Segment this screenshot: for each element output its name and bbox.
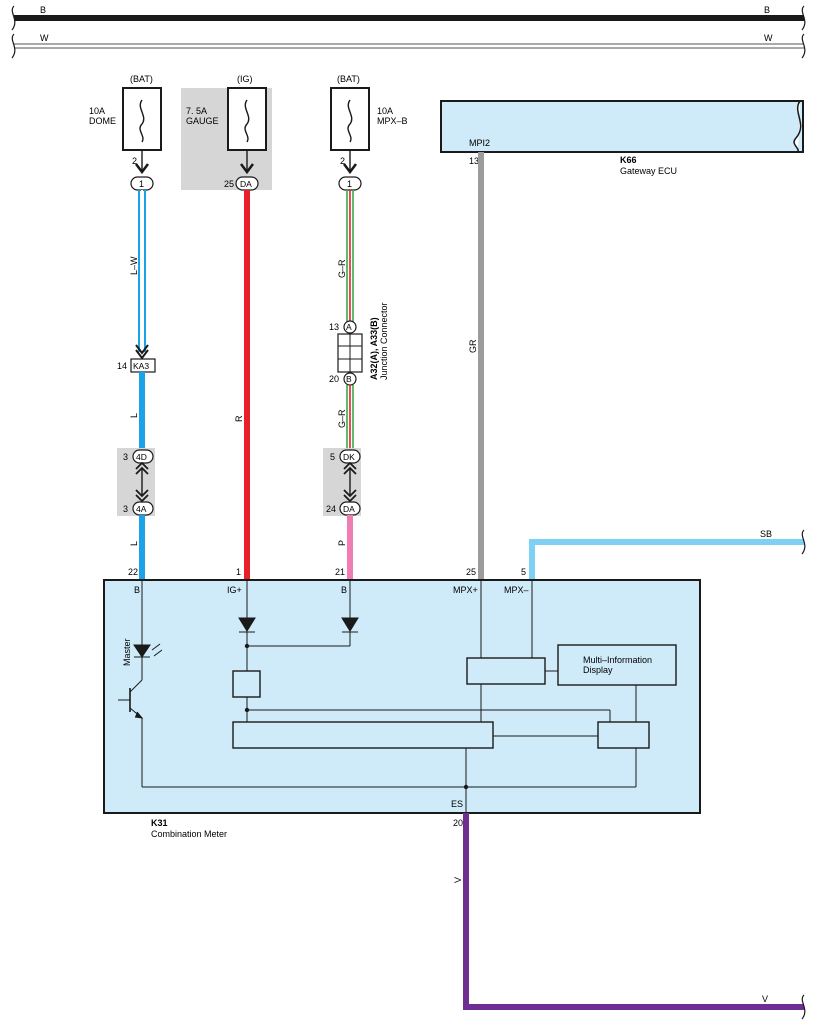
wire-lw-label: L–W [129, 256, 139, 275]
fuse-dome-source: (BAT) [130, 74, 153, 84]
bus-w: W W [11, 33, 806, 59]
junction-label-b: B [346, 374, 352, 384]
wire-sb-branch: SB [529, 529, 806, 580]
wire-gateway-branch: GR [468, 152, 484, 580]
gateway-pin: 13 [469, 156, 479, 166]
connector-ka3-pin: 14 [117, 361, 127, 371]
wire-v-branch: V V [453, 813, 806, 1020]
meter-terminal-ig: IG+ [227, 585, 242, 595]
junction-pin-a: 13 [329, 322, 339, 332]
fuse-mpx-connector: 1 [347, 179, 352, 189]
connector-4d-id: 4D [136, 452, 147, 462]
connector-4d-pin: 3 [123, 452, 128, 462]
wire-sb-label: SB [760, 529, 772, 539]
fuse-dome-rating: 10A [89, 106, 105, 116]
connector-4a-pin: 3 [123, 504, 128, 514]
fuse-mpx-source: (BAT) [337, 74, 360, 84]
junction-id: A32(A), A33(B) [369, 317, 379, 380]
wire-gr2-label: G–R [337, 409, 347, 428]
meter-terminal-b: B [134, 585, 140, 595]
meter-pin-mpx-plus: 25 [466, 567, 476, 577]
wire-gauge-branch: R [234, 190, 250, 580]
fuse-gauge: (IG) 7. 5A GAUGE 25 DA [181, 74, 272, 191]
wire-l1-label: L [129, 413, 139, 418]
wire-gr-gateway-label: GR [468, 339, 478, 353]
junction-pin-b: 20 [329, 374, 339, 384]
meter-pin-ig: 1 [236, 567, 241, 577]
meter-name: Combination Meter [151, 829, 227, 839]
wire-l2-label: L [129, 541, 139, 546]
bus-w-right-label: W [764, 33, 773, 43]
wire-p-label: P [337, 540, 347, 546]
bus-b-left-label: B [40, 5, 46, 15]
fuse-mpx-pin: 2 [340, 156, 345, 166]
fuse-gauge-pin: 25 [224, 179, 234, 189]
meter-terminal-es: ES [451, 799, 463, 809]
bus-b-right-label: B [764, 5, 770, 15]
connector-ka3-id: KA3 [133, 361, 149, 371]
wire-v1-label: V [453, 877, 463, 883]
wire-gr1-label: G–R [337, 259, 347, 278]
fuse-gauge-name: GAUGE [186, 116, 219, 126]
wire-v2-label: V [762, 994, 768, 1004]
fuse-mpx-name: MPX–B [377, 116, 408, 126]
fuse-mpx-rating: 10A [377, 106, 393, 116]
bus-b: B B [11, 5, 806, 31]
gateway-ecu: MPI2 13 K66 Gateway ECU [440, 100, 804, 176]
meter-terminal-b2: B [341, 585, 347, 595]
connector-dk-pin: 5 [330, 452, 335, 462]
meter-mid-line1: Multi–Information [583, 655, 652, 665]
fuse-dome: (BAT) 10A DOME 2 1 [89, 74, 162, 191]
fuse-dome-name: DOME [89, 116, 116, 126]
meter-id: K31 [151, 818, 168, 828]
connector-da-pin: 24 [326, 504, 336, 514]
gateway-terminal: MPI2 [469, 138, 490, 148]
bus-w-left-label: W [40, 33, 49, 43]
junction-label-a: A [346, 322, 352, 332]
meter-pin-es: 20 [453, 818, 463, 828]
fuse-mpx-b: (BAT) 10A MPX–B 2 1 [330, 74, 408, 191]
meter-mid-line2: Display [583, 665, 613, 675]
connector-dk-id: DK [343, 452, 355, 462]
meter-pin-mpx-minus: 5 [521, 567, 526, 577]
fuse-gauge-rating: 7. 5A [186, 106, 207, 116]
fuse-dome-pin: 2 [132, 156, 137, 166]
fuse-dome-connector: 1 [139, 179, 144, 189]
wire-dome-branch: L–W KA3 14 L 4D 3 4A 3 L [117, 190, 156, 580]
connector-4a-id: 4A [136, 504, 147, 514]
gateway-name: Gateway ECU [620, 166, 677, 176]
gateway-id: K66 [620, 155, 637, 165]
wire-mpx-branch: G–R A 13 B 20 A32(A), A33(B) Junction Co… [323, 190, 389, 580]
meter-master-label: Master [122, 638, 132, 666]
combination-meter: 22 1 21 25 5 B IG+ B MPX+ MPX– [103, 567, 701, 839]
fuse-gauge-connector: DA [240, 179, 252, 189]
meter-terminal-mpx-plus: MPX+ [453, 585, 478, 595]
connector-da-id: DA [343, 504, 355, 514]
wire-r-label: R [234, 415, 244, 422]
meter-pin-b2: 21 [335, 567, 345, 577]
fuse-gauge-source: (IG) [237, 74, 253, 84]
meter-terminal-mpx-minus: MPX– [504, 585, 529, 595]
junction-name: Junction Connector [379, 302, 389, 380]
meter-pin-b: 22 [128, 567, 138, 577]
